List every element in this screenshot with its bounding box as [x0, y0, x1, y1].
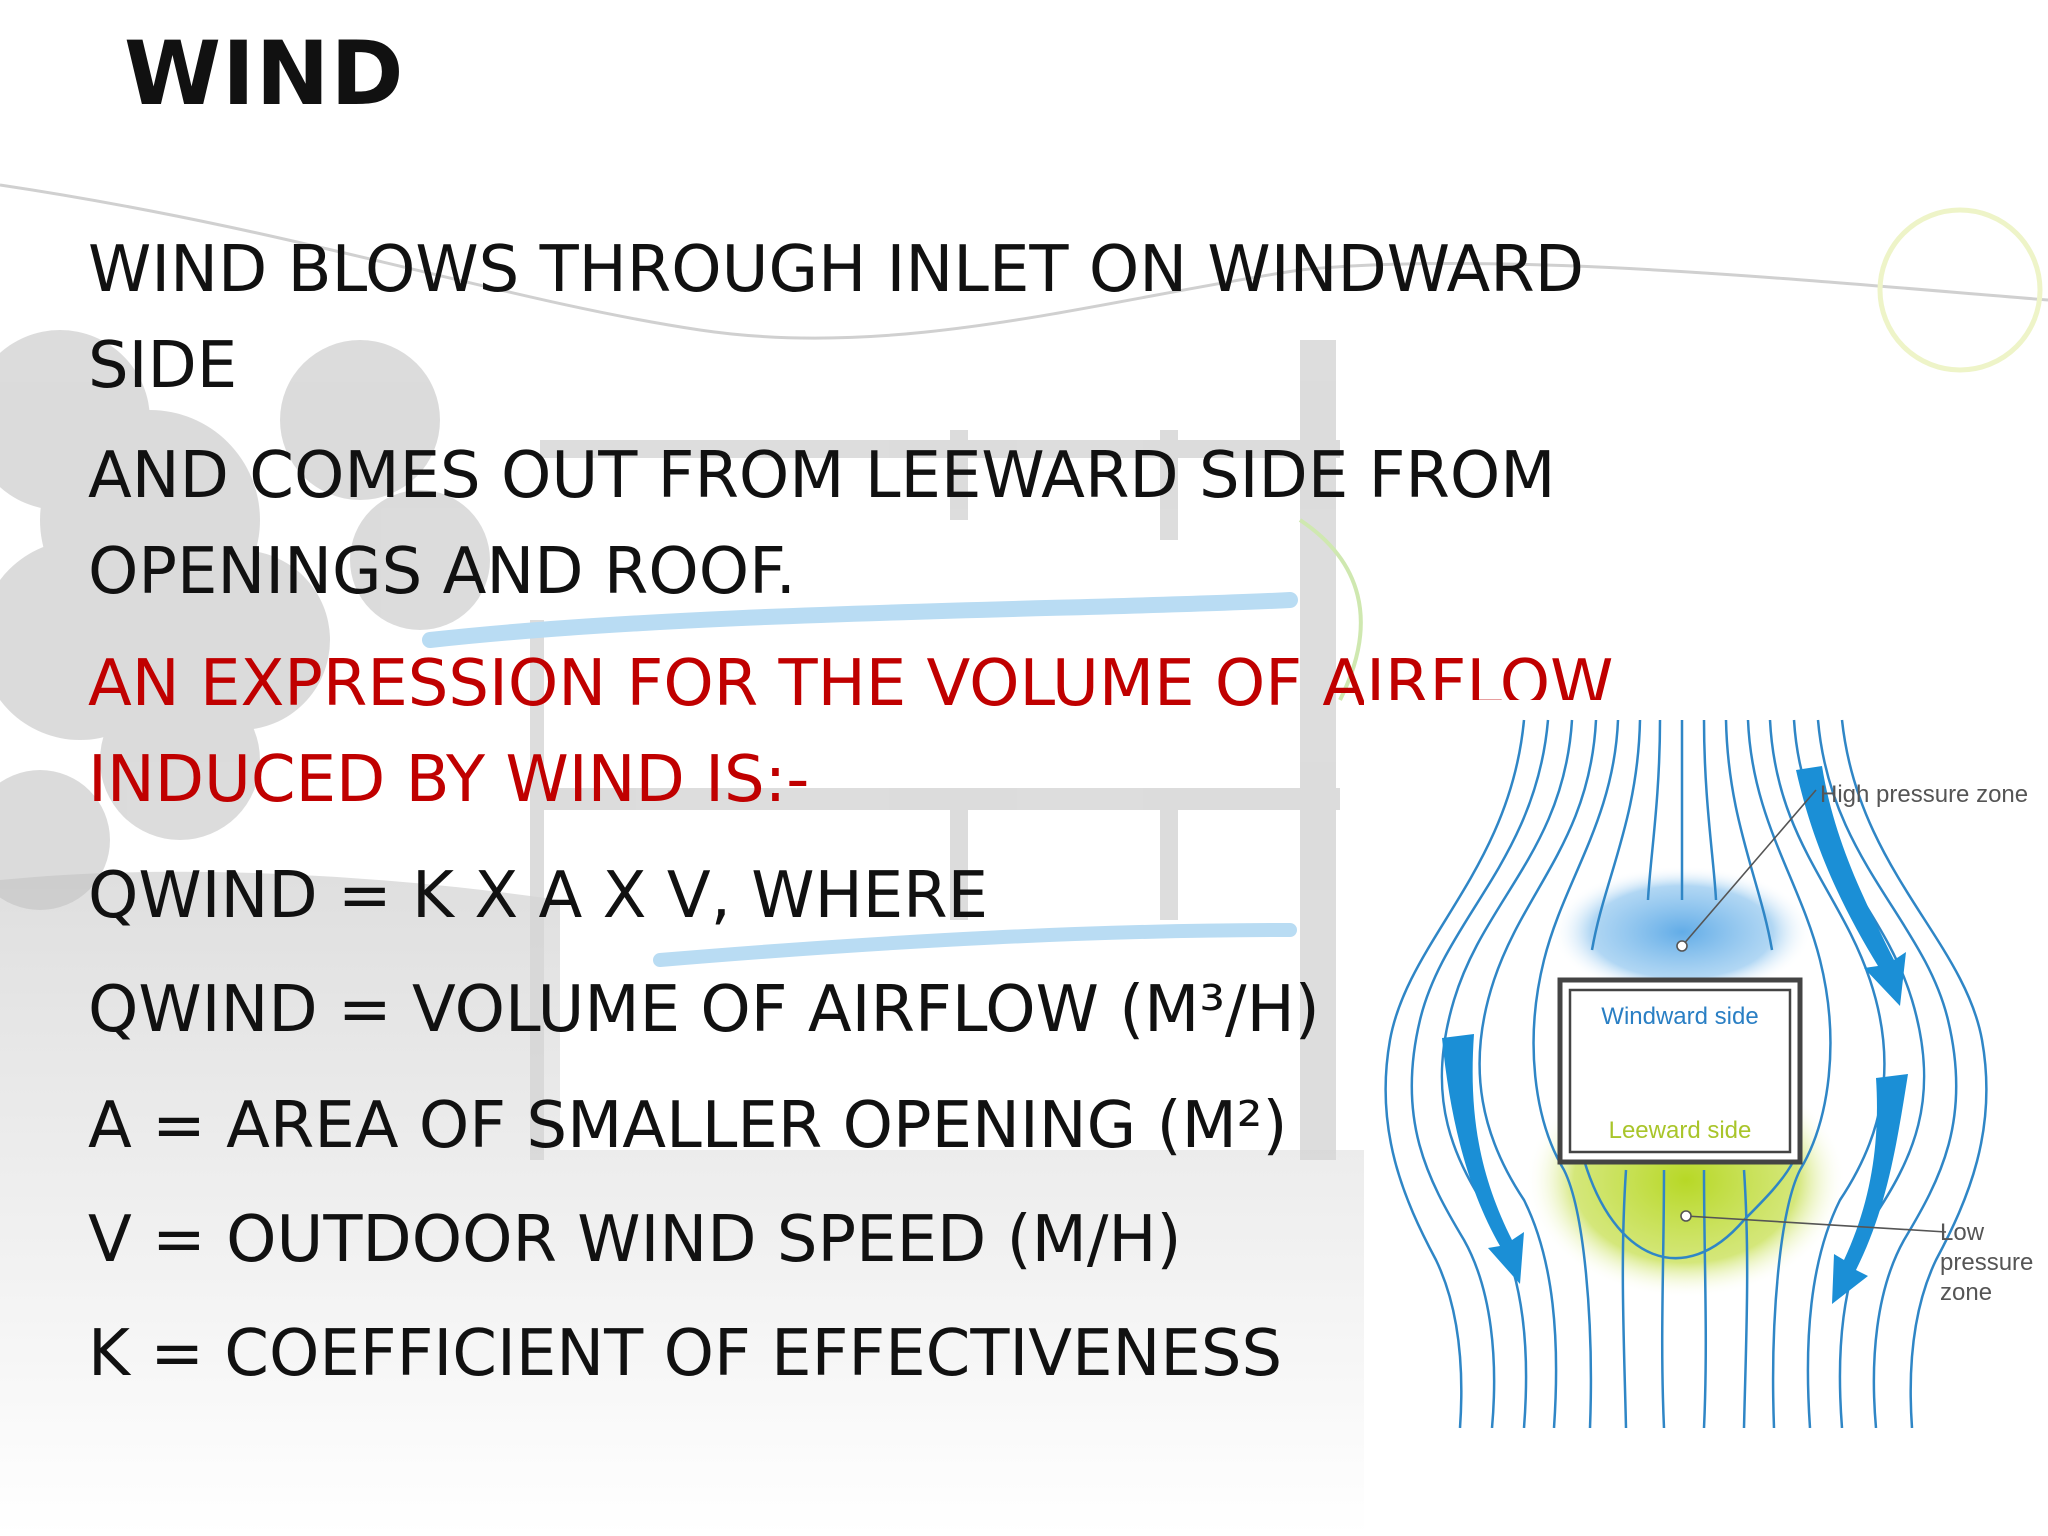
definition-wind-speed: V = OUTDOOR WIND SPEED (M/H): [88, 1192, 1181, 1288]
paragraph-line: AND COMES OUT FROM LEEWARD SIDE FROM: [88, 439, 1556, 513]
low-pressure-label-line: pressure: [1940, 1249, 2033, 1276]
low-pressure-label-line: Low: [1940, 1219, 1985, 1246]
slide-title: WIND: [124, 22, 405, 125]
paragraph-line: AN EXPRESSION FOR THE VOLUME OF AIRFLOW: [88, 647, 1614, 721]
formula-qwind: QWIND = K X A X V, WHERE: [88, 848, 988, 944]
paragraph-line: A = AREA OF SMALLER OPENING (M²): [88, 1089, 1288, 1163]
streamlines: [1384, 719, 1988, 1428]
paragraph-line: QWIND = VOLUME OF AIRFLOW (M³/H): [88, 973, 1320, 1047]
paragraph-line: WIND BLOWS THROUGH INLET ON WINDWARD: [88, 233, 1585, 307]
paragraph-line: INDUCED BY WIND IS:-: [88, 743, 810, 817]
paragraph-line: V = OUTDOOR WIND SPEED (M/H): [88, 1203, 1182, 1277]
paragraph-windward-inlet: WIND BLOWS THROUGH INLET ON WINDWARD SID…: [88, 222, 1584, 414]
paragraph-line: K = COEFFICIENT OF EFFECTIVENESS: [88, 1317, 1283, 1391]
leeward-side-label: Leeward side: [1609, 1117, 1752, 1144]
windward-side-label: Windward side: [1601, 1003, 1758, 1030]
definition-area: A = AREA OF SMALLER OPENING (M²): [88, 1078, 1287, 1174]
pressure-zone-diagram: High pressure zone Windward side Leeward…: [1364, 700, 2048, 1428]
low-pressure-label-line: zone: [1940, 1279, 1992, 1306]
flow-arrows: [1442, 766, 1908, 1304]
paragraph-line: SIDE: [88, 329, 238, 403]
paragraph-line: OPENINGS AND ROOF.: [88, 535, 796, 609]
definition-qwind: QWIND = VOLUME OF AIRFLOW (M³/H): [88, 962, 1320, 1058]
paragraph-airflow-expression: AN EXPRESSION FOR THE VOLUME OF AIRFLOW …: [88, 636, 1613, 828]
paragraph-leeward-outlet: AND COMES OUT FROM LEEWARD SIDE FROM OPE…: [88, 428, 1555, 620]
paragraph-line: QWIND = K X A X V, WHERE: [88, 859, 989, 933]
high-pressure-label: High pressure zone: [1820, 781, 2028, 808]
high-pressure-zone: [1552, 866, 1812, 998]
definition-coefficient: K = COEFFICIENT OF EFFECTIVENESS: [88, 1306, 1282, 1402]
